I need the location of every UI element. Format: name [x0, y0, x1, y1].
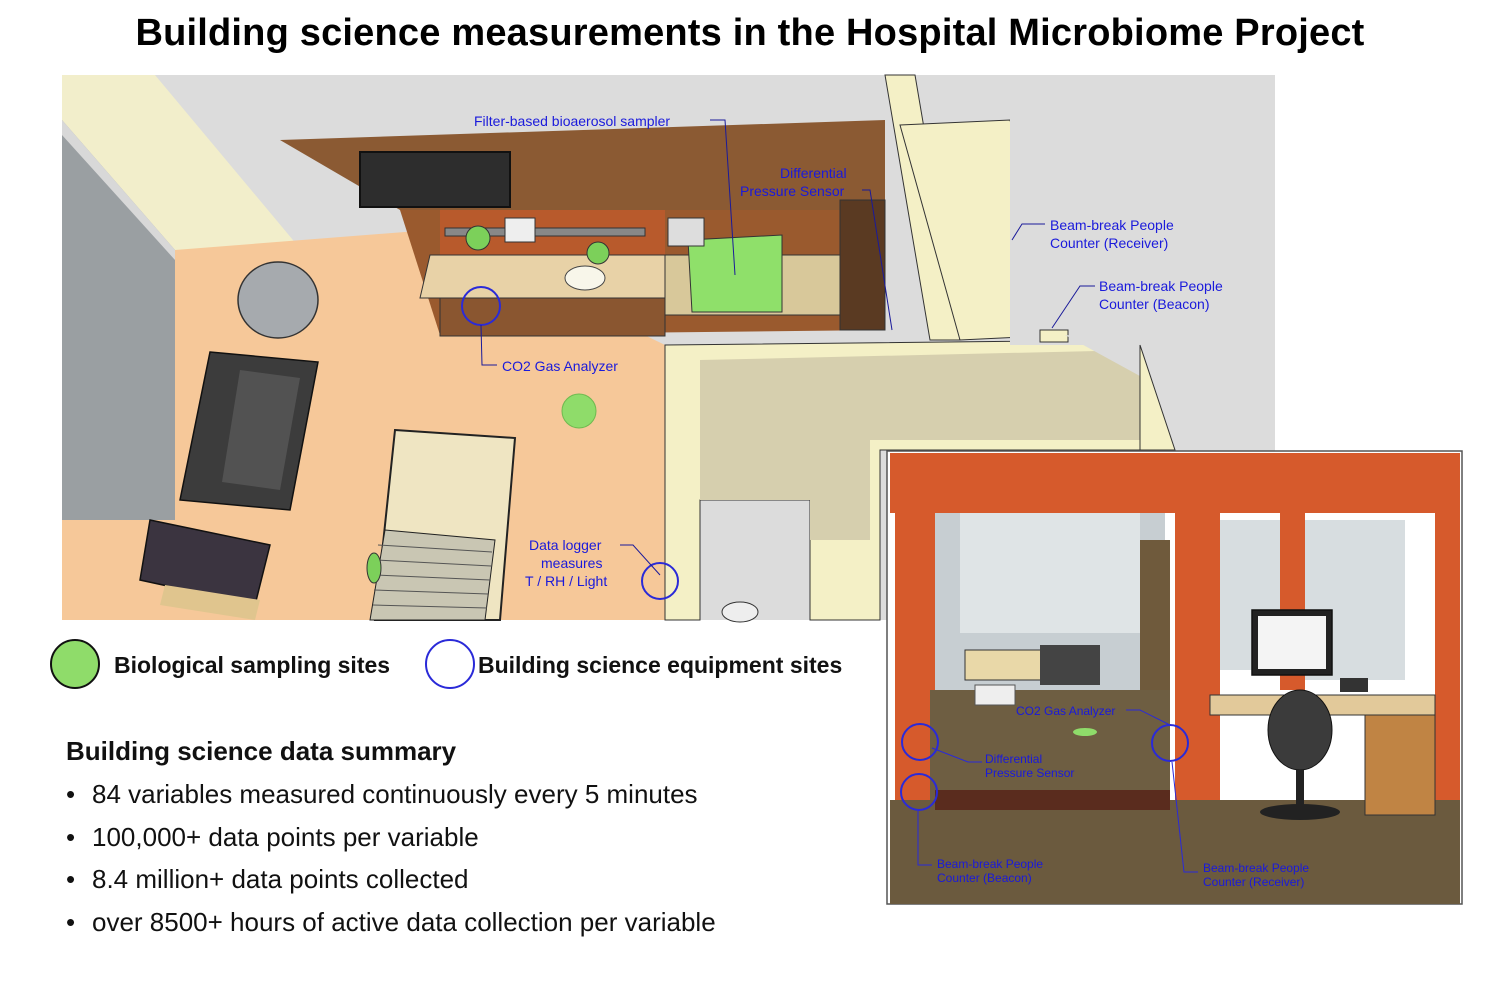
- label-beam-beacon-1: Beam-break People: [1099, 278, 1223, 294]
- label-diff-pressure-1: Differential: [780, 165, 847, 181]
- data-summary: Building science data summary • 84 variab…: [66, 736, 866, 943]
- bullet: •: [66, 779, 76, 809]
- summary-item: • over 8500+ hours of active data collect…: [66, 901, 866, 944]
- label-logger-2: measures: [541, 555, 602, 571]
- summary-item-text: 84 variables measured continuously every…: [92, 779, 698, 809]
- label-filter-sampler: Filter-based bioaerosol sampler: [474, 113, 670, 129]
- data-logger-marker: [641, 562, 679, 600]
- inset-label-diff-1: Differential: [985, 752, 1042, 766]
- summary-item: • 8.4 million+ data points collected: [66, 858, 866, 901]
- inset-beam-beacon-marker: [900, 773, 938, 811]
- summary-heading: Building science data summary: [66, 736, 457, 766]
- page-title: Building science measurements in the Hos…: [135, 12, 1365, 54]
- label-co2: CO2 Gas Analyzer: [502, 358, 618, 374]
- summary-item-text: 100,000+ data points per variable: [92, 821, 479, 852]
- bullet: •: [66, 821, 76, 852]
- label-logger-1: Data logger: [529, 537, 602, 553]
- legend-equipment-marker: [425, 639, 475, 689]
- inset-callouts: CO2 Gas Analyzer Differential Pressure S…: [937, 704, 1309, 889]
- main-callouts: Filter-based bioaerosol sampler Differen…: [474, 113, 1223, 589]
- label-beam-beacon-2: Counter (Beacon): [1099, 296, 1210, 312]
- inset-label-beacon-2: Counter (Beacon): [937, 871, 1032, 885]
- inset-label-co2: CO2 Gas Analyzer: [1016, 704, 1115, 718]
- legend-equipment-label: Building science equipment sites: [478, 652, 843, 678]
- inset-diff-pressure-marker: [901, 723, 939, 761]
- bullet: •: [66, 864, 76, 894]
- summary-item: • 84 variables measured continuously ever…: [66, 773, 866, 816]
- summary-item: • 100,000+ data points per variable: [66, 816, 866, 859]
- main-room-illustration: [62, 74, 1275, 623]
- label-diff-pressure-2: Pressure Sensor: [740, 183, 845, 199]
- inset-label-receiver-2: Counter (Receiver): [1203, 875, 1304, 889]
- main-leader-lines: [480, 119, 1095, 576]
- summary-item-text: 8.4 million+ data points collected: [92, 864, 469, 894]
- inset-label-receiver-1: Beam-break People: [1203, 861, 1309, 875]
- inset-leader-lines: [917, 709, 1198, 873]
- label-logger-3: T / RH / Light: [525, 573, 607, 589]
- bullet: •: [66, 906, 76, 937]
- label-beam-receiver-2: Counter (Receiver): [1050, 235, 1168, 251]
- legend-biological-label: Biological sampling sites: [114, 652, 391, 678]
- inset-label-beacon-1: Beam-break People: [937, 857, 1043, 871]
- summary-list: • 84 variables measured continuously ever…: [66, 773, 866, 943]
- inset-room-illustration: [886, 450, 1463, 905]
- legend-biological-marker: [50, 639, 100, 689]
- label-beam-receiver-1: Beam-break People: [1050, 217, 1174, 233]
- inset-label-diff-2: Pressure Sensor: [985, 766, 1074, 780]
- summary-item-text: over 8500+ hours of active data collecti…: [92, 906, 716, 937]
